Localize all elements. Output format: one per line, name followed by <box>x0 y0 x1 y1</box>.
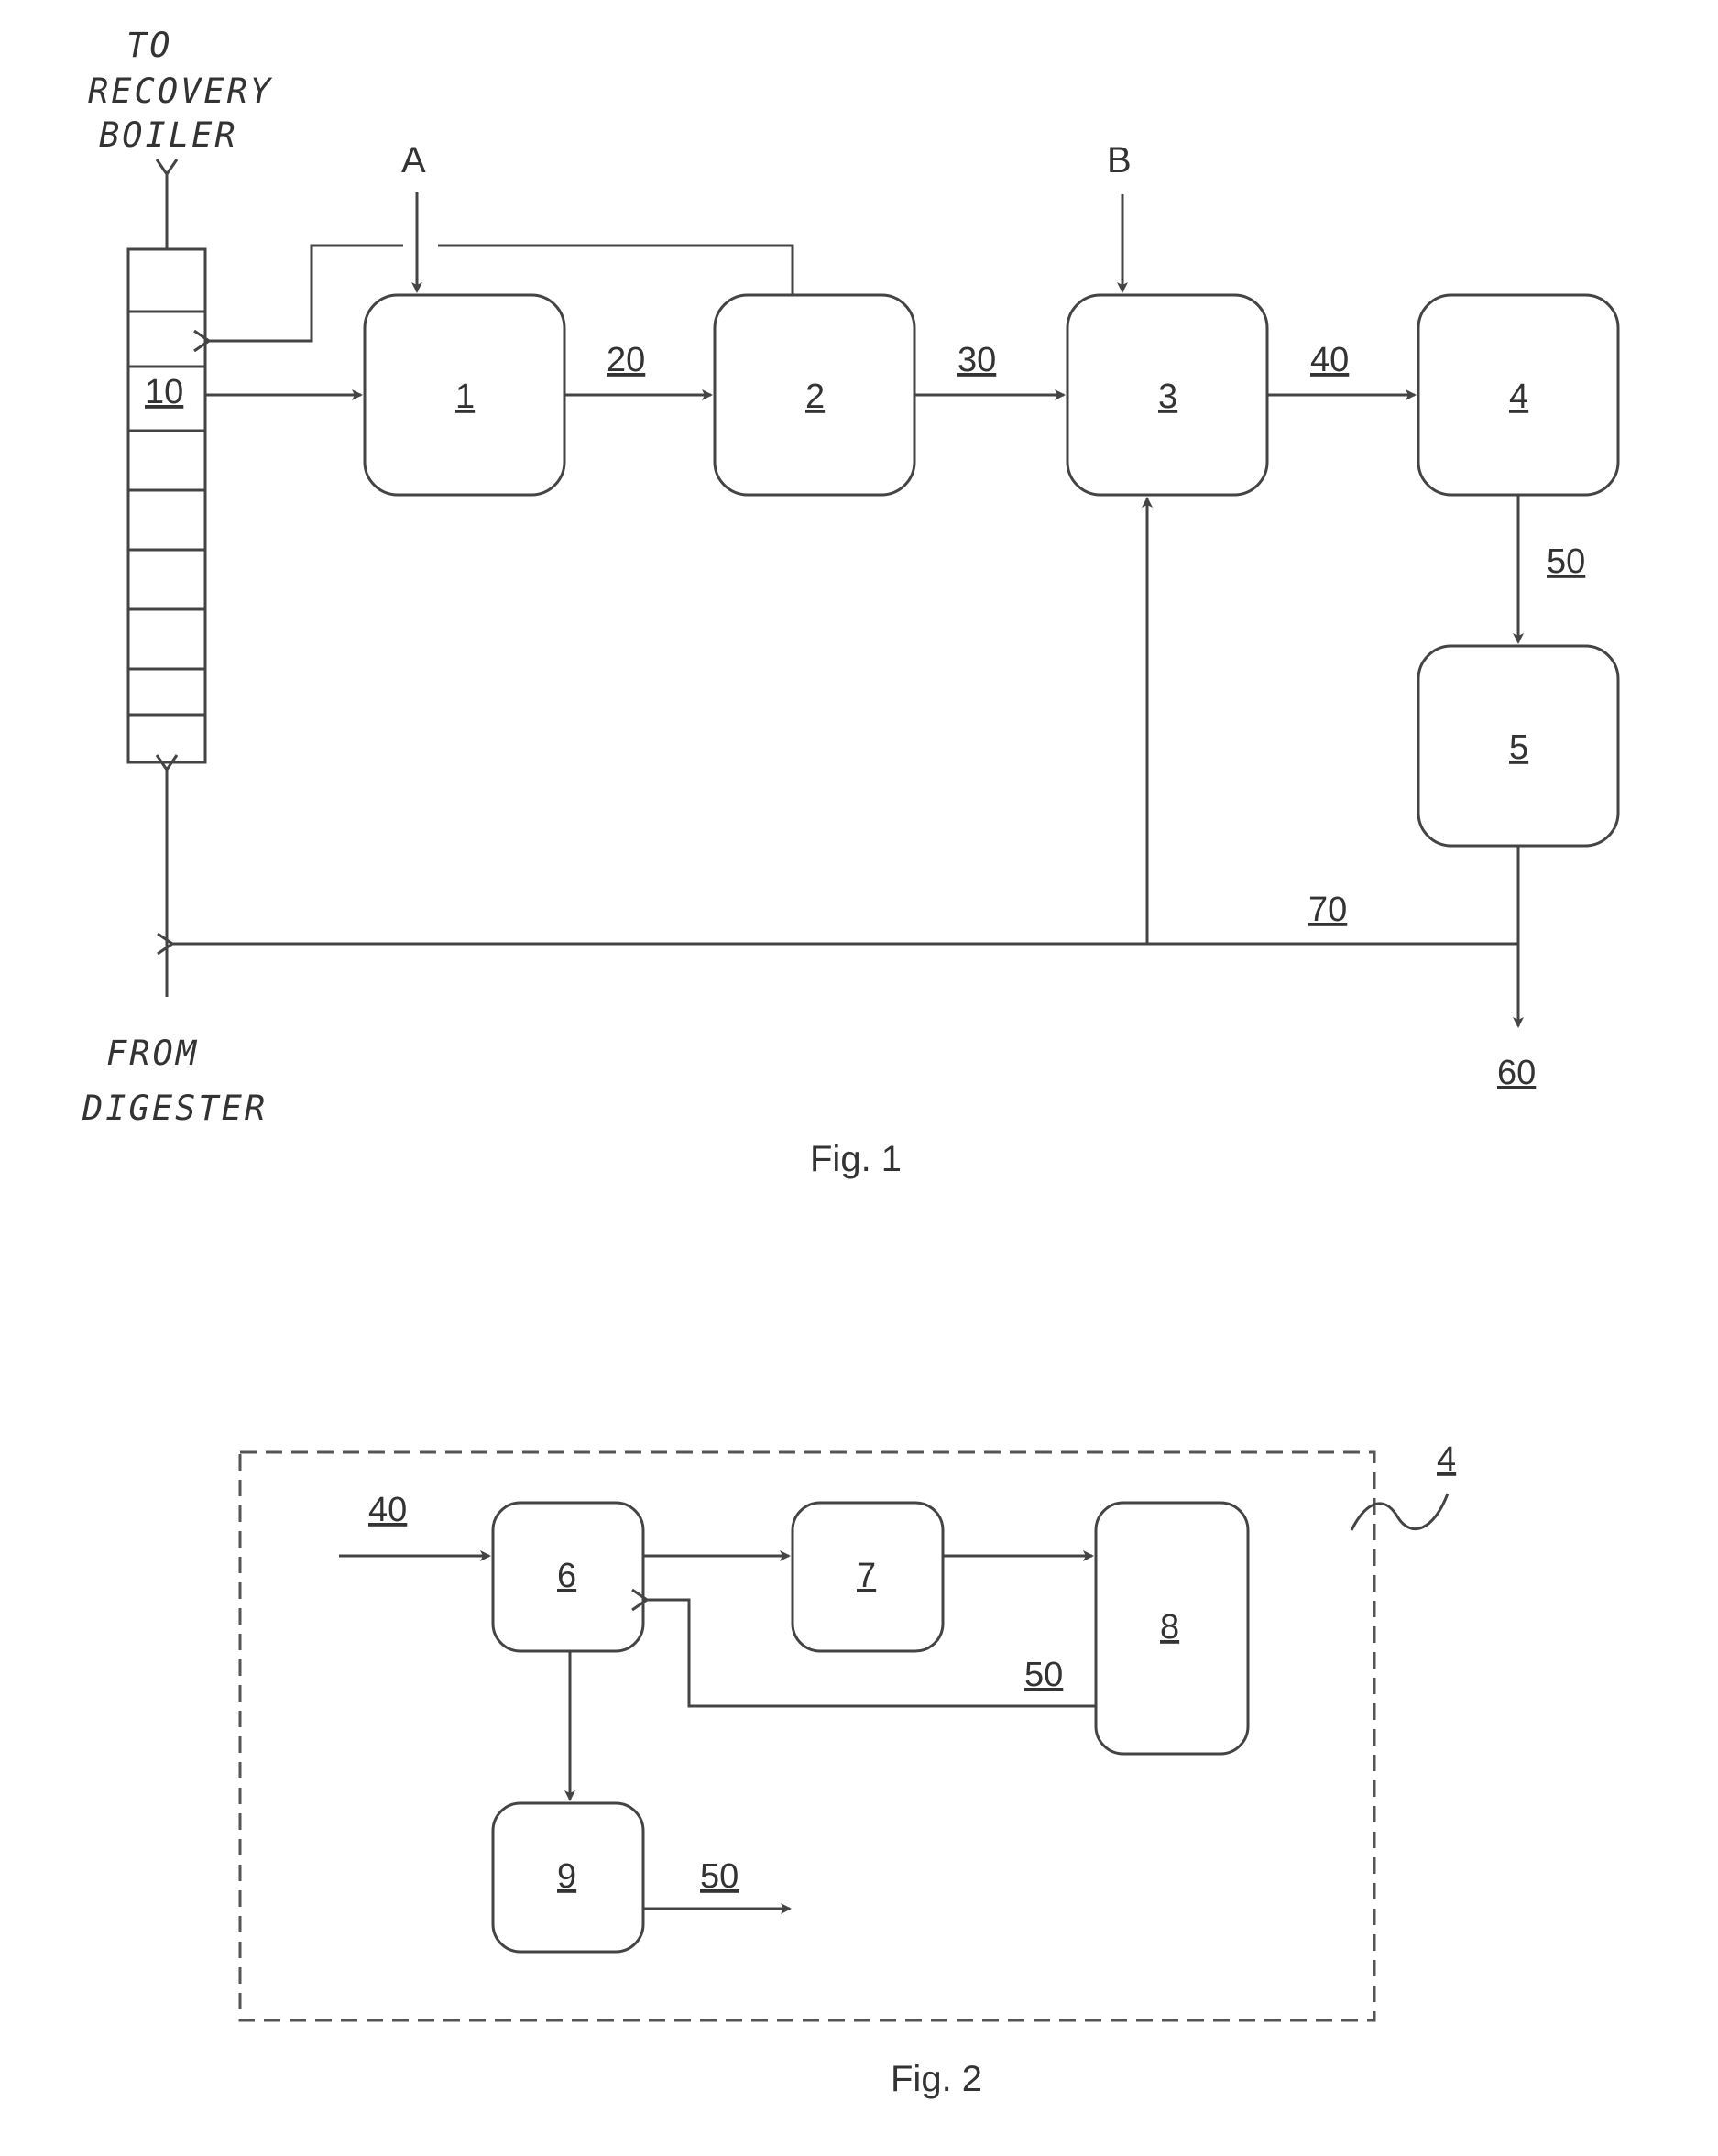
unit-9-label: 9 <box>557 1857 576 1896</box>
from-digester-line1: FROM <box>106 1034 199 1073</box>
figure-2: 4 6 7 8 9 40 50 50 F <box>240 1440 1456 2099</box>
stream-70-label: 70 <box>1308 891 1347 929</box>
stream-30-label: 30 <box>957 341 996 379</box>
fig2-outlet-50-label: 50 <box>700 1857 739 1896</box>
from-digester-label: FROM DIGESTER <box>82 1034 268 1128</box>
unit-6-label: 6 <box>557 1557 576 1595</box>
stream-20-label: 20 <box>607 341 645 379</box>
unit-4-boundary-label: 4 <box>1437 1440 1456 1479</box>
unit-7: 7 <box>793 1503 943 1651</box>
to-recovery-boiler-label: TO RECOVERY BOILER <box>88 26 273 155</box>
from-digester-line2: DIGESTER <box>82 1089 268 1128</box>
unit-3: 3 <box>1067 295 1267 495</box>
column-10: 10 <box>128 249 205 762</box>
unit-6: 6 <box>493 1503 643 1651</box>
unit-1-label: 1 <box>455 378 475 416</box>
fig2-return-50-label: 50 <box>1024 1656 1063 1694</box>
input-b-label: B <box>1107 140 1132 181</box>
unit-2: 2 <box>715 295 914 495</box>
unit-5: 5 <box>1418 646 1618 846</box>
unit-8: 8 <box>1096 1503 1248 1754</box>
stream-50-label: 50 <box>1547 542 1585 581</box>
column-10-label: 10 <box>145 373 183 411</box>
unit-4-label: 4 <box>1509 378 1528 416</box>
figure-2-caption: Fig. 2 <box>891 2059 982 2099</box>
unit-3-label: 3 <box>1158 378 1177 416</box>
recycle-line-2-right <box>438 246 793 295</box>
stream-40-label: 40 <box>1310 341 1349 379</box>
figure-1-caption: Fig. 1 <box>810 1139 902 1179</box>
to-recovery-boiler-line3: BOILER <box>99 115 238 155</box>
unit-7-label: 7 <box>857 1557 876 1595</box>
unit-5-label: 5 <box>1509 728 1528 767</box>
unit-8-label: 8 <box>1160 1608 1179 1647</box>
unit-2-label: 2 <box>805 378 825 416</box>
fig2-stream-40-label: 40 <box>368 1491 407 1529</box>
input-a-label: A <box>401 140 426 181</box>
unit-9: 9 <box>493 1803 643 1952</box>
unit-1: 1 <box>365 295 564 495</box>
unit-4: 4 <box>1418 295 1618 495</box>
stream-60-label: 60 <box>1497 1054 1536 1092</box>
column-10-body <box>128 249 205 762</box>
to-recovery-boiler-line1: TO <box>126 26 173 65</box>
to-recovery-boiler-line2: RECOVERY <box>88 71 273 111</box>
figure-1: TO RECOVERY BOILER FROM DIGESTER 10 <box>82 26 1618 1179</box>
boundary-leader-squiggle <box>1351 1494 1448 1530</box>
